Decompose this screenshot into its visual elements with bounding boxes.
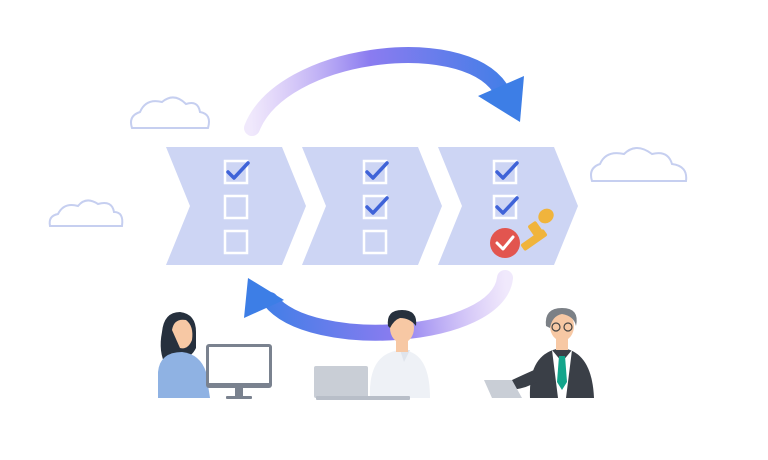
checkbox-1-3 <box>223 229 249 255</box>
checkbox-2-3 <box>362 229 388 255</box>
checkmark-icon <box>226 161 250 180</box>
checkbox-2-1 <box>362 159 388 185</box>
cycle-arrow-icon <box>244 270 513 341</box>
cloud-icon <box>130 96 210 129</box>
cycle-arrow-icon <box>244 47 524 136</box>
stamp-icon <box>521 208 554 251</box>
cloud-icon <box>48 199 124 227</box>
process-stage-2 <box>302 147 442 265</box>
process-stage-1 <box>166 147 306 265</box>
man-with-laptop <box>314 310 430 400</box>
checkmark-icon <box>495 161 519 180</box>
checkmark-icon <box>365 196 389 215</box>
businessman <box>484 308 594 398</box>
checkmark-icon <box>365 161 389 180</box>
checklists <box>223 159 519 255</box>
checkmark-icon <box>495 196 519 215</box>
checkbox-3-2 <box>492 194 518 220</box>
checkbox-1-2 <box>223 194 249 220</box>
checkbox-1-1 <box>223 159 249 185</box>
monitor-icon <box>206 344 272 399</box>
checkbox-2-2 <box>362 194 388 220</box>
checkbox-3-1 <box>492 159 518 185</box>
cloud-icon <box>590 147 688 182</box>
check-circle-icon <box>490 228 520 258</box>
